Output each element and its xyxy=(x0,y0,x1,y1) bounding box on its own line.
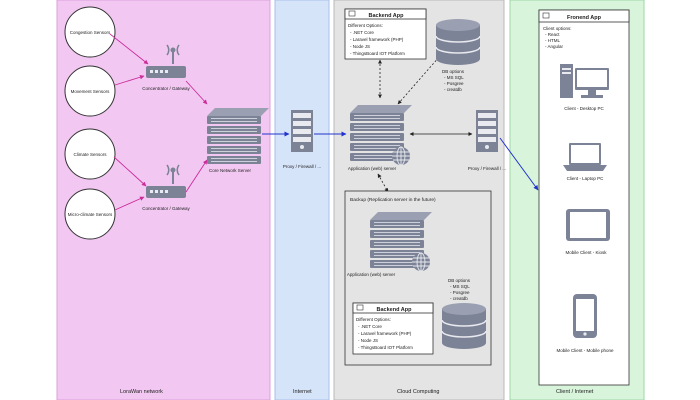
app-server-label: Application (web) server xyxy=(348,166,397,171)
sensor-label: Movement Sensors xyxy=(71,89,111,94)
gateway-top: Concentrator / Gateway xyxy=(142,44,191,91)
backend-option: - Laravel framework (PHP) xyxy=(358,331,412,336)
database-icon xyxy=(441,302,487,350)
gateway-bottom: Concentrator / Gateway xyxy=(142,164,191,211)
backend-option: - Node JS xyxy=(350,44,370,49)
frontend-option: - HTML xyxy=(545,38,560,43)
client-label: Client - Desktop PC xyxy=(564,106,604,111)
internet-zone xyxy=(274,0,330,400)
backend-app-title: Backend App xyxy=(369,13,405,19)
proxy-right-label: Proxy / Firewall / ... xyxy=(468,166,506,171)
db-option: - MS SQL xyxy=(450,284,470,289)
backup-app-server-label: Application (web) server xyxy=(347,272,396,277)
backup-title: Backup (Replication server in the future… xyxy=(350,197,436,203)
mobile-phone-icon xyxy=(573,294,597,338)
tablet-icon xyxy=(566,209,610,241)
backend-app-title: Backend App xyxy=(377,307,413,313)
backend-heading: Different Options: xyxy=(356,317,391,322)
client-laptop: Client - Laptop PC xyxy=(563,143,607,181)
backend-heading: Different Options: xyxy=(348,23,383,28)
backend-option: - .NET Core xyxy=(350,30,374,35)
internet-zone-label: Internet xyxy=(293,389,312,395)
firewall-icon xyxy=(476,110,498,152)
backup-section: Backup (Replication server in the future… xyxy=(344,190,492,366)
database-icon xyxy=(435,18,481,66)
frontend-app: Fronend App Client options: - React - HT… xyxy=(538,9,630,386)
lorawan-links xyxy=(109,33,208,211)
database-top: DB options - MS SQL - Posgree - creatdb xyxy=(435,18,481,92)
client-desktop: Client - Desktop PC xyxy=(560,64,609,111)
db-option: - creatdb xyxy=(444,87,462,92)
db-option: - Posgree xyxy=(450,290,470,295)
lorawan-zone-label: LoraWan network xyxy=(120,389,163,395)
frontend-app-title: Fronend App xyxy=(567,15,602,21)
laptop-icon xyxy=(563,143,607,171)
sensor-climate: Climate Sensors xyxy=(64,128,116,180)
firewall-icon xyxy=(291,110,313,152)
sensor-micro-climate: Micro-climate Sensors xyxy=(64,188,116,240)
app-server: Application (web) server xyxy=(348,104,413,171)
backend-option: - ThingsBoard IOT Platform xyxy=(358,345,413,350)
sensor-label: Micro-climate Sensors xyxy=(68,212,113,217)
backend-option: - Laravel framework (PHP) xyxy=(350,37,404,42)
backend-app-top: Backend App Different Options: - .NET Co… xyxy=(344,8,427,60)
client-zone-label: Client / Internet xyxy=(556,389,594,395)
client-label: Mobile Client - Kiosk xyxy=(565,250,607,255)
proxy-right: Proxy / Firewall / ... xyxy=(468,110,506,171)
backend-option: - .NET Core xyxy=(358,324,382,329)
frontend-option: - React xyxy=(545,32,560,37)
globe-icon xyxy=(411,252,431,272)
backend-option: - Node JS xyxy=(358,338,378,343)
client-mobile: Mobile Client - Mobile phone xyxy=(556,294,614,353)
globe-icon xyxy=(391,146,411,166)
core-server-label: Core Network Server xyxy=(209,168,252,173)
gateway-label: Concentrator / Gateway xyxy=(142,206,190,211)
sensor-label: Climate Sensors xyxy=(73,152,107,157)
sensor-congestion: Congestion Sensors xyxy=(64,6,116,58)
frontend-heading: Client options: xyxy=(543,26,572,31)
db-heading: DB options xyxy=(442,69,465,74)
backend-app-backup: Backend App Different Options: - .NET Co… xyxy=(352,302,434,355)
db-option: - Posgree xyxy=(444,81,464,86)
internet-links xyxy=(262,131,539,191)
frontend-option: - Angular xyxy=(545,44,564,49)
sensor-label: Congestion Sensors xyxy=(70,30,111,35)
desktop-pc-icon xyxy=(560,64,609,98)
backend-option: - ThingsBoard IOT Platform xyxy=(350,51,405,56)
db-option: - MS SQL xyxy=(444,75,464,80)
proxy-left: Proxy / Firewall / ... xyxy=(283,110,321,169)
cloud-zone-label: Cloud Computing xyxy=(397,389,440,395)
client-label: Client - Laptop PC xyxy=(567,176,605,181)
gateway-label: Concentrator / Gateway xyxy=(142,86,190,91)
db-option: - creatdb xyxy=(450,296,468,301)
proxy-left-label: Proxy / Firewall / ... xyxy=(283,164,321,169)
sensor-movement: Movement Sensors xyxy=(64,65,116,117)
db-heading: DB options xyxy=(448,278,471,283)
core-network-server: Core Network Server xyxy=(206,107,270,173)
client-kiosk: Mobile Client - Kiosk xyxy=(565,209,610,255)
client-label: Mobile Client - Mobile phone xyxy=(556,348,614,353)
